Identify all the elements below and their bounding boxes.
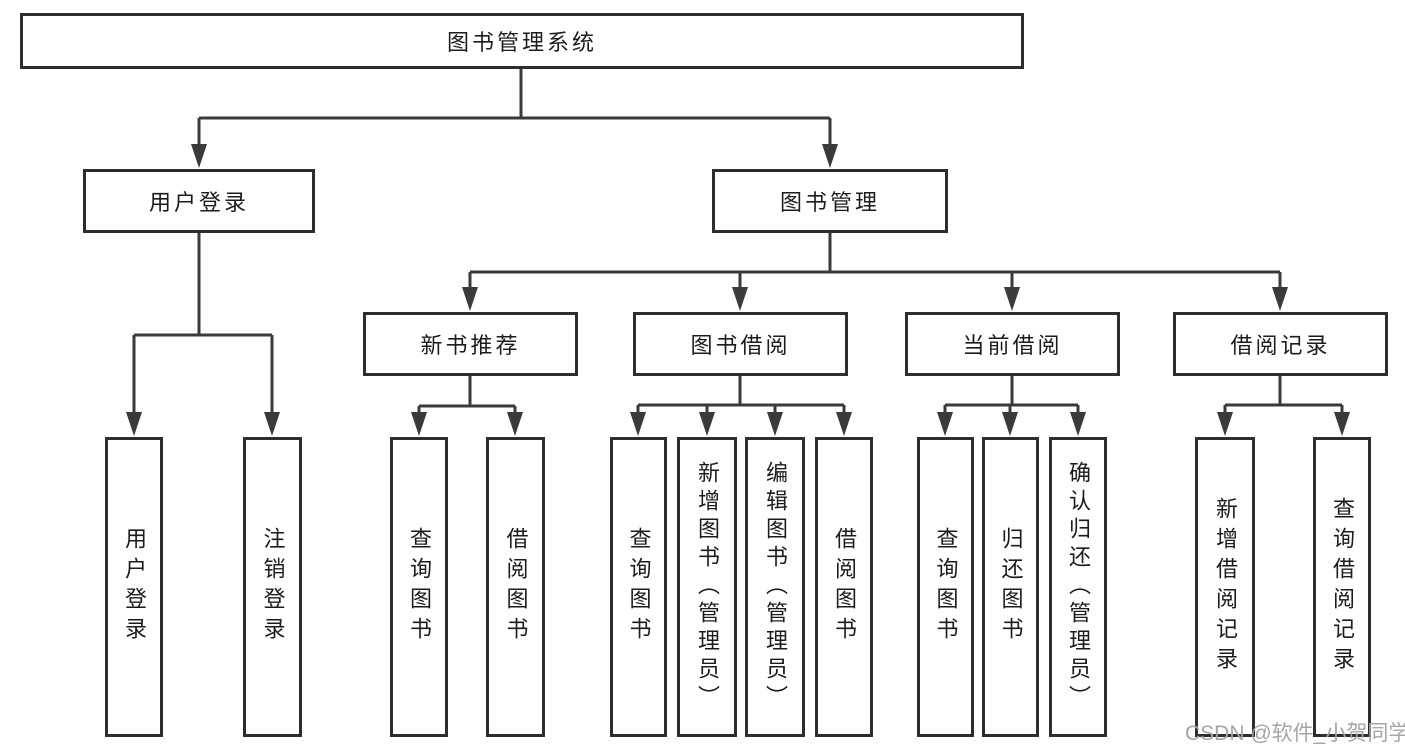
leaf-logout: 注销登录 [243,437,302,737]
node-root-system: 图书管理系统 [20,13,1024,69]
node-label: 用户登录 [148,190,249,215]
node-label: 当前借阅 [962,333,1063,358]
node-new-book-recommend: 新书推荐 [363,312,578,376]
csdn-watermark: CSDN @软件_小贺同学 [1185,722,1405,745]
leaf-borrow-books-recommend: 借阅图书 [486,437,545,737]
node-user-login: 用户登录 [83,169,315,233]
leaf-label: 注销登录 [260,527,286,647]
arrowhead-icon [507,412,523,436]
leaf-user-login-action: 用户登录 [105,437,163,737]
leaf-label: 查询图书 [626,527,652,647]
arrowhead-icon [191,144,207,168]
arrowhead-icon [699,412,715,436]
arrowhead-icon [264,412,280,436]
leaf-label: 查询图书 [933,527,959,647]
leaf-label: 新增图书（管理员） [695,461,720,713]
leaf-label: 新增借阅记录 [1213,497,1238,677]
leaf-label: 确认归还（管理员） [1066,461,1091,713]
connector-current-borrow-to-leaves [937,376,1086,436]
arrowhead-icon [462,287,478,311]
node-borrow-records: 借阅记录 [1173,312,1388,376]
leaf-query-books-borrow: 查询图书 [610,437,667,737]
leaf-label: 查询图书 [407,527,432,647]
arrowhead-icon [1004,287,1020,311]
arrowhead-icon [1217,412,1233,436]
arrowhead-icon [836,412,852,436]
node-label: 图书借阅 [690,333,791,358]
arrowhead-icon [822,144,838,168]
arrowhead-icon [411,412,427,436]
leaf-return-books: 归还图书 [982,437,1039,737]
leaf-add-borrow-record: 新增借阅记录 [1195,437,1255,737]
arrowhead-icon [630,412,646,436]
leaf-add-book-admin: 新增图书（管理员） [677,437,737,737]
leaf-label: 查询借阅记录 [1330,497,1355,677]
connector-root-to-level2 [191,69,838,168]
connector-user-login-to-leaves [126,233,280,436]
connector-book-management-to-level3 [462,233,1288,311]
arrowhead-icon [732,287,748,311]
connector-book-borrow-to-leaves [630,376,852,436]
arrowhead-icon [767,412,783,436]
arrowhead-icon [126,412,142,436]
leaf-label: 借阅图书 [503,527,529,647]
node-label: 图书管理系统 [446,30,597,55]
node-label: 新书推荐 [420,333,521,358]
leaf-edit-book-admin: 编辑图书（管理员） [745,437,805,737]
arrowhead-icon [1334,412,1350,436]
leaf-label: 编辑图书（管理员） [763,461,788,713]
arrowhead-icon [1002,412,1018,436]
leaf-query-books-recommend: 查询图书 [390,437,448,737]
arrowhead-icon [937,412,953,436]
arrowhead-icon [1070,412,1086,436]
arrowhead-icon [1272,287,1288,311]
leaf-query-books-current: 查询图书 [917,437,974,737]
leaf-query-borrow-record: 查询借阅记录 [1313,437,1371,737]
connector-new-book-recommend-to-leaves [411,376,523,436]
node-current-borrow: 当前借阅 [905,312,1120,376]
leaf-label: 借阅图书 [832,527,857,647]
leaf-confirm-return-admin: 确认归还（管理员） [1049,437,1107,737]
node-book-management: 图书管理 [712,169,948,233]
node-label: 图书管理 [779,190,880,215]
leaf-borrow-books: 借阅图书 [815,437,873,737]
leaf-label: 用户登录 [122,527,147,647]
leaf-label: 归还图书 [998,527,1024,647]
node-book-borrow: 图书借阅 [633,312,848,376]
connector-borrow-records-to-leaves [1217,376,1350,436]
node-label: 借阅记录 [1230,333,1331,358]
